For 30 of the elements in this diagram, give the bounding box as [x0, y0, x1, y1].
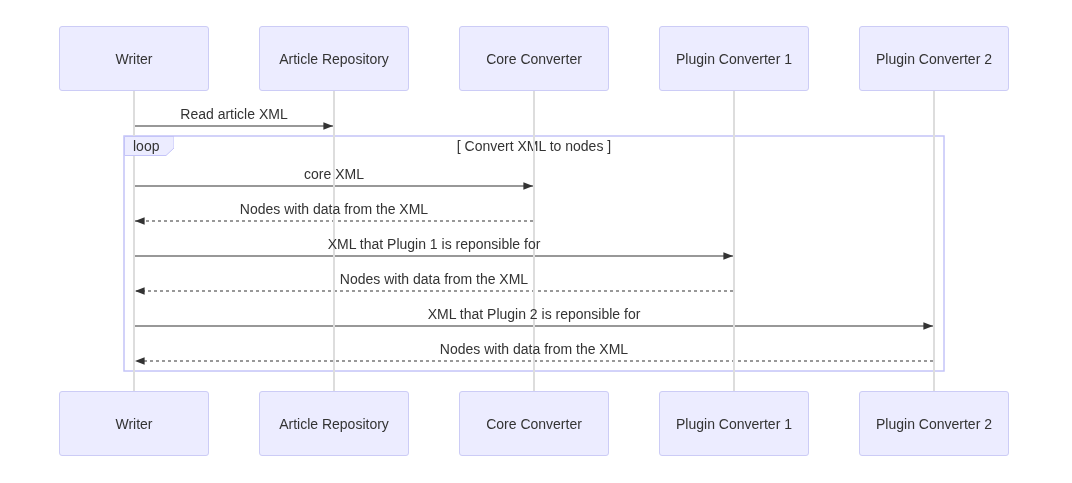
message-label: Nodes with data from the XML	[439, 341, 629, 357]
participant-box: Writer	[59, 391, 209, 456]
reply-arrow	[134, 287, 734, 295]
message-arrow	[134, 322, 934, 330]
participant-box: Core Converter	[459, 391, 609, 456]
lifeline	[133, 91, 135, 391]
participant-box: Writer	[59, 26, 209, 91]
message-label: Nodes with data from the XML	[339, 271, 529, 287]
message-arrow	[134, 182, 534, 190]
message-label: XML that Plugin 1 is reponsible for	[327, 236, 541, 252]
message-arrow	[134, 252, 734, 260]
lifeline	[933, 91, 935, 391]
participant-box: Plugin Converter 1	[659, 391, 809, 456]
participant-box: Article Repository	[259, 26, 409, 91]
message-label: core XML	[304, 166, 364, 182]
message-arrow	[134, 122, 334, 130]
loop-tab: loop	[124, 136, 174, 156]
reply-arrow	[134, 357, 934, 365]
participant-box: Plugin Converter 2	[859, 391, 1009, 456]
lifeline	[733, 91, 735, 391]
reply-arrow	[134, 217, 534, 225]
lifeline	[533, 91, 535, 391]
participant-box: Article Repository	[259, 391, 409, 456]
participant-box: Plugin Converter 1	[659, 26, 809, 91]
participant-box: Plugin Converter 2	[859, 26, 1009, 91]
message-label: Read article XML	[180, 106, 288, 122]
lifeline	[333, 91, 335, 391]
message-label: Nodes with data from the XML	[239, 201, 429, 217]
message-label: XML that Plugin 2 is reponsible for	[427, 306, 641, 322]
participant-box: Core Converter	[459, 26, 609, 91]
